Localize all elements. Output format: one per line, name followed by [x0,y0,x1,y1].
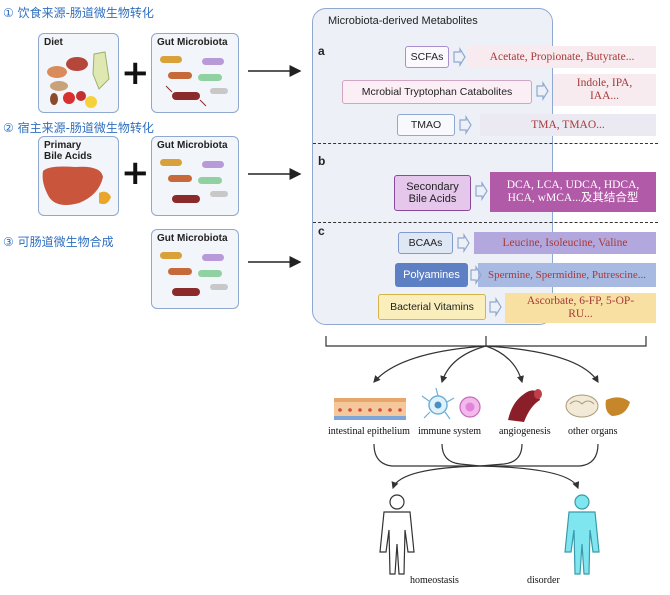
bacteria-icons [160,159,228,203]
products-bcaas: Leucine, Isoleucine, Valine [474,232,656,254]
plus-icon-1: + [121,53,150,93]
primary-bile-acids-label: Primary Bile Acids [44,140,92,162]
gut-microbiota-label-2: Gut Microbiota [157,140,228,151]
target-immune-system: immune system [418,426,482,437]
gut-microbiota-card-1: Gut Microbiota [151,33,239,113]
outcome-disorder: disorder [527,575,560,586]
bacteria-icons [160,56,228,107]
section-b-letter: b [318,154,326,168]
bacteria-icons [160,252,228,296]
route-3-title: ③ 可肠道微生物合成 [3,235,114,249]
section-c-letter: c [318,224,325,238]
molecule-scfas: SCFAs [405,46,449,68]
section-divider-2 [313,222,658,223]
molecule-tmao: TMAO [397,114,455,136]
target-other-organs: other organs [568,426,618,437]
section-a-letter: a [318,44,325,58]
immune-cell-icon [421,387,481,420]
route-2-title: ② 宿主来源-肠道微生物转化 [3,121,154,135]
blood-vessel-icon [508,389,542,422]
molecule-secondary-bile-acids: Secondary Bile Acids [394,175,471,211]
route-1-title: ① 饮食来源-肠道微生物转化 [3,6,154,20]
gut-microbiota-label-1: Gut Microbiota [157,37,228,48]
intestinal-epithelium-icon [334,398,406,420]
molecule-polyamines: Polyamines [395,263,468,287]
target-intestinal-epithelium: intestinal epithelium [328,426,410,437]
products-tryptophan: Indole, IPA, IAA... [553,74,656,106]
molecule-tryptophan-catabolites: Mcrobial Tryptophan Catabolites [342,80,532,104]
primary-bile-acids-card: Primary Bile Acids [38,136,119,216]
diet-label: Diet [44,37,63,48]
food-icons [47,51,110,108]
outcome-homeostasis: homeostasis [410,575,459,586]
diet-card: Diet [38,33,119,113]
organs-icon [565,394,630,418]
gut-microbiota-card-2: Gut Microbiota [151,136,239,216]
panel-title: Microbiota-derived Metabolites [328,15,478,27]
human-disorder-icon [564,494,600,575]
products-polyamines: Spermine, Spermidine, Putrescine... [478,263,656,287]
section-divider-1 [313,143,658,144]
products-vitamins: Ascorbate, 6-FP, 5-OP- RU... [505,293,656,323]
liver-icon [42,166,111,205]
products-tmao: TMA, TMAO... [480,114,656,136]
molecule-bcaas: BCAAs [398,232,453,254]
molecule-bacterial-vitamins: Bacterial Vitamins [378,294,486,320]
human-homeostasis-icon [379,494,415,575]
plus-icon-2: + [121,153,150,193]
products-scfas: Acetate, Propionate, Butyrate... [468,46,656,68]
gut-microbiota-label-3: Gut Microbiota [157,233,228,244]
products-bile-acids: DCA, LCA, UDCA, HDCA, HCA, wMCA...及其结合型 [490,172,656,212]
target-angiogenesis: angiogenesis [499,426,551,437]
gut-microbiota-card-3: Gut Microbiota [151,229,239,309]
